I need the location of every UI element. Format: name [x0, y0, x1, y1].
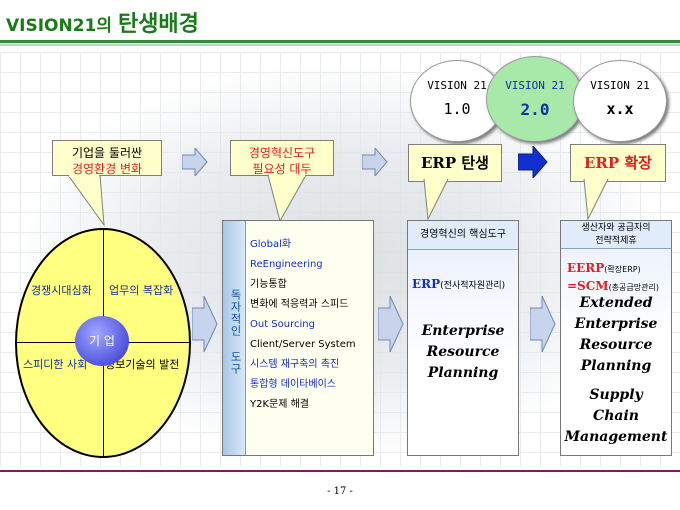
ellipse-bottom-right: 정보기술의 발전 — [105, 358, 180, 371]
eerp-line-4: Planning — [580, 358, 652, 374]
version-x-circle: VISION 21 x.x — [573, 60, 667, 142]
scm-header-line-1: 생산자와 공급자의 — [581, 223, 651, 233]
tools-item: ReEngineering — [250, 259, 323, 270]
callout-erp-birth-pointer — [423, 179, 449, 221]
version-x-label: VISION 21 — [590, 79, 650, 92]
page-number: - 17 - — [327, 486, 353, 497]
scm-line-2: Chain — [593, 408, 639, 424]
eerp-sublabel: (확장ERP) — [604, 265, 641, 274]
tools-item: 기능통합 — [250, 279, 287, 290]
erp-sublabel: (전사적자원관리) — [440, 281, 506, 291]
scm-expansion: Supply Chain Management — [561, 385, 671, 448]
title-prefix: VISION21의 — [6, 16, 113, 36]
erp-line-3: Planning — [427, 365, 499, 381]
version-1-number: 1.0 — [443, 100, 471, 118]
erp-line-2: Resource — [426, 344, 500, 360]
arrow-right-icon — [518, 146, 548, 178]
title-main: 탄생배경 — [117, 12, 199, 37]
page-title: VISION21의 탄생배경 — [6, 6, 199, 38]
scm-header-line-2: 전략적제휴 — [595, 236, 637, 246]
eerp-line-1: Extended — [579, 295, 653, 311]
version-1-label: VISION 21 — [427, 79, 487, 92]
eerp-expansion: Extended Enterprise Resource Planning — [561, 293, 671, 377]
eerp-line-3: Resource — [579, 337, 653, 353]
tools-item: Client/Server System — [250, 339, 356, 350]
scm-panel-header: 생산자와 공급자의 전략적제휴 — [561, 221, 671, 249]
scm-line-1: Supply — [589, 387, 643, 403]
title-rule-bottom — [0, 44, 680, 46]
callout-environment-line1: 기업을 둘러싼 — [71, 146, 143, 160]
footer-rule — [0, 470, 680, 472]
callout-tools-line1: 경영혁신도구 — [248, 146, 316, 160]
erp-line-1: Enterprise — [421, 323, 505, 339]
eerp-row: EERP(확장ERP) — [567, 257, 641, 276]
callout-tools: 경영혁신도구 필요성 대두 — [230, 140, 334, 176]
erp-expansion: Enterprise Resource Planning — [408, 321, 518, 384]
scm-sublabel: (총공급망관리) — [608, 283, 659, 292]
callout-environment-pointer — [67, 175, 105, 227]
ellipse-bottom-left: 스피디한 사회 — [23, 358, 88, 371]
arrow-right-icon — [378, 296, 404, 352]
erp-panel: 경영혁신의 핵심도구 ERP(전사적자원관리) Enterprise Resou… — [407, 220, 519, 456]
erp-label: ERP — [412, 277, 441, 291]
arrow-right-icon — [362, 148, 388, 176]
erp-label-row: ERP(전사적자원관리) — [412, 273, 505, 292]
callout-erp-expand-pointer — [583, 179, 609, 221]
enterprise-center-circle: 기 업 — [75, 316, 129, 366]
arrow-right-icon — [530, 296, 556, 352]
version-2-label: VISION 21 — [505, 79, 565, 92]
callout-erp-birth: ERP 탄생 — [408, 144, 502, 182]
enterprise-center-label: 기 업 — [89, 334, 115, 348]
tools-item: 시스템 재구축의 촉진 — [250, 359, 340, 370]
scm-label: =SCM — [567, 279, 609, 293]
ellipse-top-right: 업무의 복잡화 — [109, 284, 174, 297]
callout-erp-expand: ERP 확장 — [570, 144, 666, 182]
callout-environment-line2: 경영환경 변화 — [71, 162, 143, 176]
tools-item: 통합형 데이타베이스 — [250, 379, 336, 390]
management-tools-panel: 독자적인 도구 Global화 ReEngineering 기능통합 변화에 적… — [222, 220, 374, 456]
title-rule-top — [0, 40, 680, 43]
callout-environment: 기업을 둘러싼 경영환경 변화 — [52, 140, 162, 176]
eerp-line-2: Enterprise — [574, 316, 658, 332]
tools-item: Out Sourcing — [250, 319, 315, 330]
ellipse-top-left: 경쟁시대심화 — [31, 284, 92, 297]
scm-panel: 생산자와 공급자의 전략적제휴 EERP(확장ERP) =SCM(총공급망관리)… — [560, 220, 672, 456]
callout-tools-pointer — [267, 175, 307, 223]
callout-tools-line2: 필요성 대두 — [252, 162, 312, 176]
erp-panel-header: 경영혁신의 핵심도구 — [408, 221, 518, 250]
version-2-circle: VISION 21 2.0 — [486, 56, 584, 142]
version-x-number: x.x — [606, 100, 634, 118]
scm-line-3: Management — [564, 429, 668, 445]
tools-side-bar: 독자적인 도구 — [223, 221, 246, 455]
tools-item: 변화에 적응력과 스피드 — [250, 299, 349, 310]
scm-row: =SCM(총공급망관리) — [567, 275, 659, 294]
business-environment-ellipse: 경쟁시대심화 업무의 복잡화 스피디한 사회 정보기술의 발전 기 업 — [15, 228, 191, 458]
arrow-right-icon — [192, 296, 218, 352]
eerp-label: EERP — [567, 261, 605, 275]
tools-side-label: 독자적인 도구 — [229, 289, 242, 375]
version-2-number: 2.0 — [520, 100, 550, 119]
tools-item: Global화 — [250, 239, 292, 250]
tools-item: Y2K문제 해결 — [250, 399, 310, 410]
arrow-right-icon — [182, 148, 208, 176]
